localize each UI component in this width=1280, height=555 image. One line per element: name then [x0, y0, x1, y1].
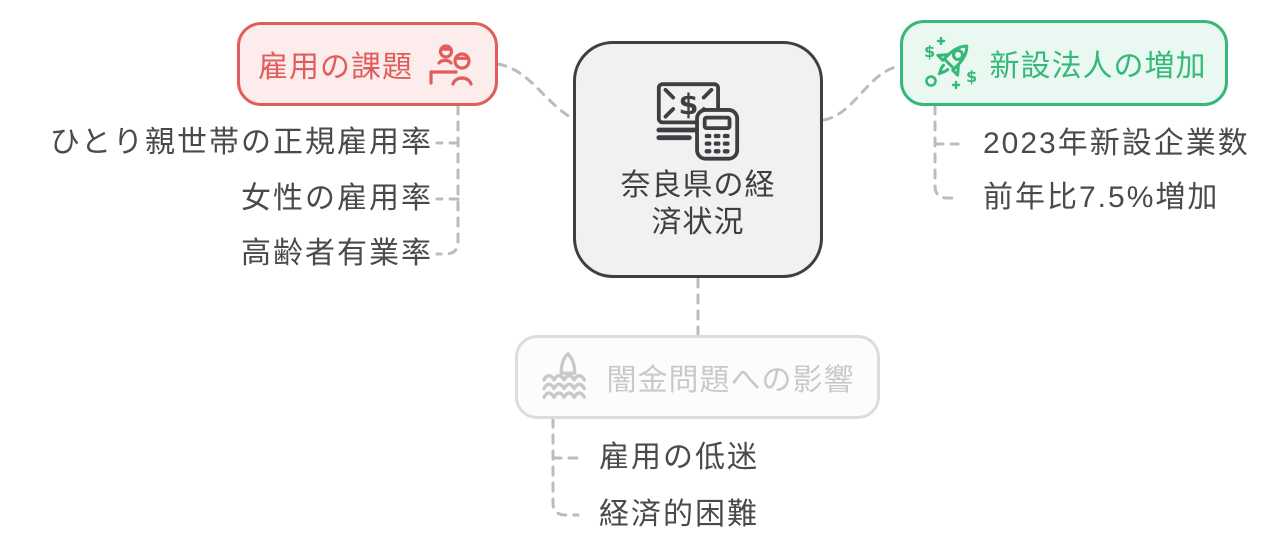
interview-people-icon: [427, 40, 477, 88]
leaf-employment-slump[interactable]: 雇用の低迷: [599, 441, 759, 474]
leaf-economic-hardship[interactable]: 経済的困難: [599, 498, 759, 531]
center-node[interactable]: $ 奈良県の経済状況: [573, 41, 823, 278]
leaf-senior-employment-rate[interactable]: 高齢者有業率: [241, 237, 433, 270]
employment-issues-label: 雇用の課題: [258, 51, 413, 84]
connector-center-to-new-corporations: [822, 64, 901, 122]
money-calculator-icon: $: [655, 79, 741, 161]
connector-employment-spine: [435, 104, 460, 256]
branch-node-loan-shark[interactable]: 闇金問題への影響: [515, 335, 880, 419]
connector-loan-shark-spine: [551, 417, 580, 517]
leaf-yoy-increase[interactable]: 前年比7.5%増加: [983, 181, 1220, 214]
rocket-dollars-icon: $ $: [922, 35, 978, 91]
center-node-label: 奈良県の経済状況: [620, 168, 776, 239]
leaf-single-parent-employment-rate[interactable]: ひとり親世帯の正規雇用率: [49, 126, 433, 159]
svg-text:$: $: [966, 67, 977, 86]
shark-waves-icon: [541, 352, 593, 402]
connector-new-corporations-spine: [933, 104, 960, 200]
branch-node-new-corporations[interactable]: $ $ 新設法人の増加: [900, 20, 1228, 106]
leaf-2023-new-companies[interactable]: 2023年新設企業数: [983, 127, 1250, 160]
connector-employment-to-center: [496, 62, 575, 121]
svg-text:$: $: [678, 86, 698, 120]
svg-text:$: $: [924, 42, 935, 61]
branch-node-employment-issues[interactable]: 雇用の課題: [237, 22, 498, 106]
new-corporations-label: 新設法人の増加: [989, 50, 1207, 83]
leaf-female-employment-rate[interactable]: 女性の雇用率: [241, 182, 433, 215]
loan-shark-label: 闇金問題への影響: [606, 364, 855, 397]
